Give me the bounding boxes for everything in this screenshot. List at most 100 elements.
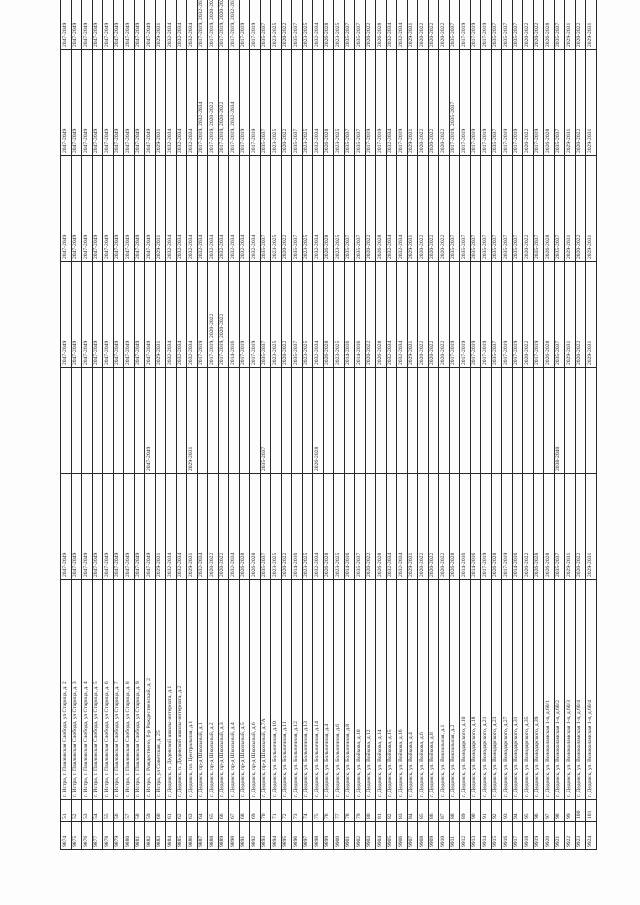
period-3-cell: 2023-2025 — [333, 261, 344, 368]
row-number-cell: 79 — [354, 799, 365, 822]
period-3-cell: 2047-2049 — [144, 261, 155, 368]
address-cell: г. Дедовск, ул. Володарского, д.35 — [522, 579, 533, 800]
period-4-cell: 2035-2037 — [459, 155, 470, 262]
period-5-cell: 2020-2022 — [417, 49, 428, 156]
period-2-cell — [228, 367, 239, 474]
period-2-cell: 2029-2031 — [186, 367, 197, 474]
period-2-cell: 2035-2037 — [260, 367, 271, 474]
row-id-cell: 9909 — [428, 821, 439, 850]
address-cell: г. Дедовск, ул. Больничная, д.13 — [302, 579, 313, 800]
address-cell: г. Дедовск, ул. Войкова, д.15 — [386, 579, 397, 800]
row-number-cell: 75 — [312, 799, 323, 822]
address-cell: г. Дедовск, ул. Больничная, д.8 — [344, 579, 355, 800]
period-3-cell: 2014-2016 — [354, 261, 365, 368]
row-number-cell: 58 — [134, 799, 145, 822]
row-id-cell: 9885 — [176, 821, 187, 850]
period-5-cell: 2017-2019 — [459, 49, 470, 156]
period-6-cell: 2032-2034 — [312, 0, 323, 50]
period-3-cell: 2032-2034 — [312, 261, 323, 368]
row-id-cell: 9893 — [260, 821, 271, 850]
period-5-cell: 2017-2019, 2020-2022 — [218, 49, 229, 156]
period-4-cell: 2032-2034 — [197, 155, 208, 262]
period-2-cell — [491, 367, 502, 474]
row-id-cell: 9902 — [354, 821, 365, 850]
period-6-cell: 2047-2049 — [81, 0, 92, 50]
row-id-cell: 9899 — [323, 821, 334, 850]
period-3-cell: 2047-2049 — [102, 261, 113, 368]
period-1-cell: 2032-2034 — [228, 473, 239, 580]
period-1-cell: 2026-2028 — [491, 473, 502, 580]
period-1-cell: 2032-2034 — [386, 473, 397, 580]
row-id-cell: 9890 — [228, 821, 239, 850]
period-3-cell: 2020-2022 — [522, 261, 533, 368]
period-3-cell: 2047-2049 — [113, 261, 124, 368]
period-3-cell: 2035-2037 — [260, 261, 271, 368]
period-6-cell: 2035-2037 — [344, 0, 355, 50]
period-4-cell: 2020-2022 — [575, 155, 586, 262]
period-1-cell: 2047-2049 — [71, 473, 82, 580]
row-id-cell: 9905 — [386, 821, 397, 850]
period-6-cell: 2020-2022 — [281, 0, 292, 50]
period-6-cell: 2047-2049 — [113, 0, 124, 50]
period-4-cell: 2020-2022 — [522, 155, 533, 262]
period-1-cell: 2047-2049 — [92, 473, 103, 580]
period-3-cell: 2032-2034 — [165, 261, 176, 368]
row-number-cell: 67 — [228, 799, 239, 822]
period-2-cell — [344, 367, 355, 474]
period-6-cell: 2047-2049 — [123, 0, 134, 50]
period-6-cell: 2032-2034 — [176, 0, 187, 50]
period-3-cell: 2017-2019, 2020-2022 — [207, 261, 218, 368]
period-5-cell: 2017-2019, 2020-2022 — [207, 49, 218, 156]
row-number-cell: 68 — [239, 799, 250, 822]
period-1-cell: 2020-2022 — [218, 473, 229, 580]
address-cell: г. Дедовск, п. Дедовской школы-интерната… — [165, 579, 176, 800]
period-2-cell — [354, 367, 365, 474]
address-cell: г. Дедовск, пл. Центральная, д.1 — [186, 579, 197, 800]
period-4-cell: 2026-2028 — [543, 155, 554, 262]
row-number-cell: 56 — [113, 799, 124, 822]
period-3-cell: 2017-2019 — [480, 261, 491, 368]
address-cell: г. Дедовск, ул. Войкова, д.6 — [417, 579, 428, 800]
period-4-cell: 2032-2034 — [207, 155, 218, 262]
period-2-cell — [71, 367, 82, 474]
period-1-cell: 2026-2028 — [533, 473, 544, 580]
period-3-cell: 2047-2049 — [134, 261, 145, 368]
row-id-cell: 9915 — [491, 821, 502, 850]
row-number-cell: 77 — [333, 799, 344, 822]
address-cell: г. Дедовск, ул. Володарского, д.10 — [459, 579, 470, 800]
period-5-cell: 2047-2049 — [60, 49, 71, 156]
period-3-cell: 2035-2037 — [291, 261, 302, 368]
period-1-cell: 2020-2022 — [575, 473, 586, 580]
period-1-cell: 2020-2022 — [438, 473, 449, 580]
period-6-cell: 2020-2022 — [533, 0, 544, 50]
period-4-cell: 2035-2037 — [554, 155, 565, 262]
row-id-cell: 9877 — [92, 821, 103, 850]
period-5-cell: 2023-2025 — [270, 49, 281, 156]
address-cell: г. Дедовск, ул. Войкова, д.12 — [365, 579, 376, 800]
period-5-cell: 2047-2049 — [81, 49, 92, 156]
period-4-cell: 2032-2034 — [186, 155, 197, 262]
period-3-cell: 2020-2022 — [438, 261, 449, 368]
period-1-cell: 2035-2037 — [354, 473, 365, 580]
period-1-cell: 2032-2034 — [312, 473, 323, 580]
period-4-cell: 2035-2037 — [354, 155, 365, 262]
address-cell: г. Истра, г. Павловская Слобода, ул Стар… — [113, 579, 124, 800]
address-cell: г. Дедовск, ул. Володарского, д.21 — [480, 579, 491, 800]
period-5-cell: 2029-2031 — [155, 49, 166, 156]
period-2-cell — [585, 367, 596, 474]
row-number-cell: 69 — [249, 799, 260, 822]
period-2-cell — [386, 367, 397, 474]
period-2-cell — [480, 367, 491, 474]
period-4-cell: 2029-2031 — [155, 155, 166, 262]
period-2-cell — [207, 367, 218, 474]
